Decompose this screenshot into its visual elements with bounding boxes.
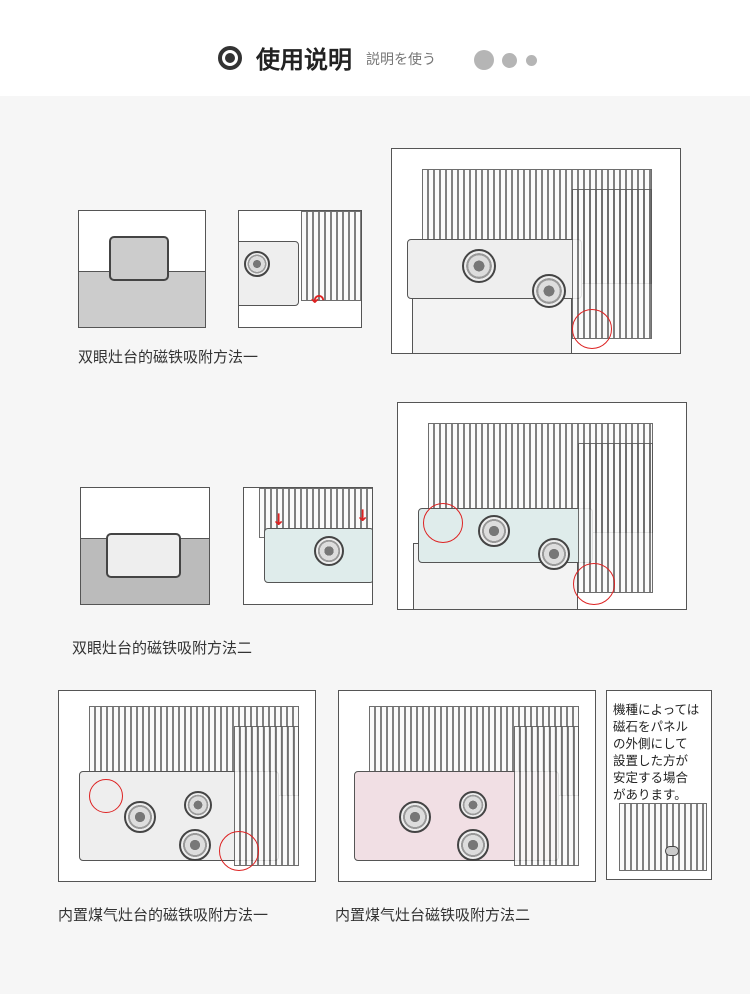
dot-icon [502,53,517,68]
magnet-marker [572,309,612,349]
header: 使用说明 説明を使う [0,0,750,96]
burner-icon [184,791,212,819]
splash-panel-side [234,726,299,866]
page-subtitle: 説明を使う [366,52,436,68]
dot-icon [474,50,494,70]
rotate-arrow-icon: ↶ [311,291,325,310]
note-line: 磁石をパネル [613,719,689,734]
panel-corner-image: ↓ ↓ [243,487,373,605]
note-line: 安定する場合 [613,770,689,785]
splash-panel-side [514,726,579,866]
burner-icon [459,791,487,819]
magnet [109,236,169,281]
splash-panel [619,803,707,871]
burner-icon [532,274,566,308]
magnet-detail-image [78,210,206,328]
splash-panel [301,211,361,301]
page-title: 使用说明 [256,46,352,74]
down-arrow-icon: ↓ [356,506,370,525]
down-arrow-icon: ↓ [272,510,286,529]
note-line: 機種によっては [613,702,700,717]
note-line: 設置した方が [613,753,689,768]
note-line: があります。 [613,787,687,802]
burner-icon [179,829,211,861]
magnet-marker [89,779,123,813]
burner-icon [457,829,489,861]
stove-illustration [391,148,681,354]
burner-icon [399,801,431,833]
dot-icon [526,55,537,66]
note-box: 機種によっては 磁石をパネル の外側にして 設置した方が 安定する場合 がありま… [606,690,712,880]
stove-illustration [397,402,687,610]
magnet [106,533,181,578]
panel-corner-image: ↶ [238,210,362,328]
magnet [665,846,679,856]
builtin-stove-illustration [338,690,596,882]
burner-icon [244,251,270,277]
magnet-marker [573,563,615,605]
burner-icon [462,249,496,283]
builtin-stove-illustration [58,690,316,882]
target-icon [218,46,242,70]
caption-method-1: 双眼灶台的磁铁吸附方法一 [78,348,259,366]
magnet-marker [423,503,463,543]
burner-icon [124,801,156,833]
burner-icon [314,536,344,566]
magnet-marker [219,831,259,871]
caption-builtin-method-2: 内置煤气灶台磁铁吸附方法二 [335,906,531,924]
burner-icon [478,515,510,547]
note-line: の外側にして [613,736,688,751]
burner-icon [538,538,570,570]
caption-method-2: 双眼灶台的磁铁吸附方法二 [72,639,253,657]
magnet-detail-image [80,487,210,605]
caption-builtin-method-1: 内置煤气灶台的磁铁吸附方法一 [58,906,269,924]
